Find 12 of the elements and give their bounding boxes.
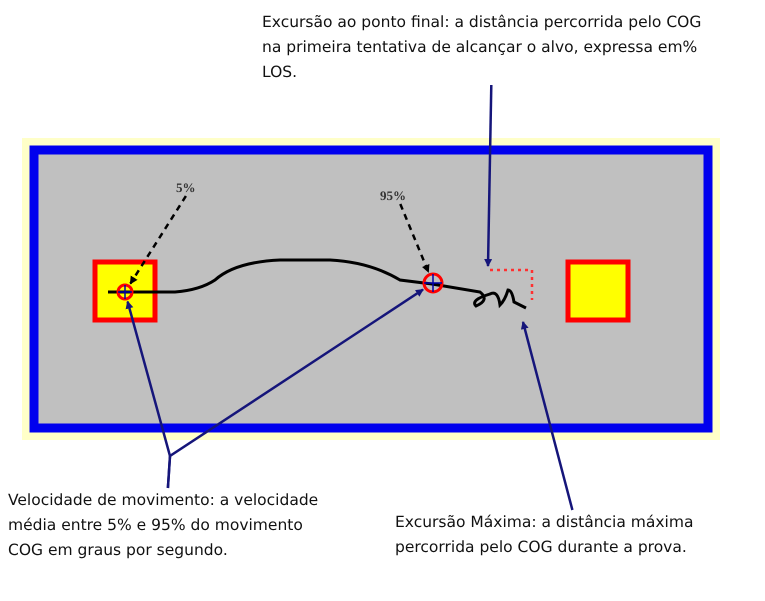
dashed-arrow <box>399 204 430 273</box>
percent-label: 5% <box>176 180 206 196</box>
leader-arrow <box>484 84 493 267</box>
leader-arrow <box>166 288 424 488</box>
percent-label: 95% <box>380 188 414 204</box>
dashed-arrow <box>129 195 187 284</box>
target-circle <box>116 284 134 300</box>
target-circle <box>422 272 444 294</box>
leader-arrow <box>520 321 574 510</box>
callout-text: Excursão ao ponto final: a distância percorrida pelo COG na primeira tentativa de alcançar o alvo, expressa em% LOS. <box>262 10 722 85</box>
callout-text: Velocidade de movimento: a velocidade média entre 5% e 95% do movimento COG em graus por segundo. <box>8 488 323 563</box>
callout-text: Excursão Máxima: a distância máxima percorrida pelo COG durante a prova. <box>395 510 763 560</box>
